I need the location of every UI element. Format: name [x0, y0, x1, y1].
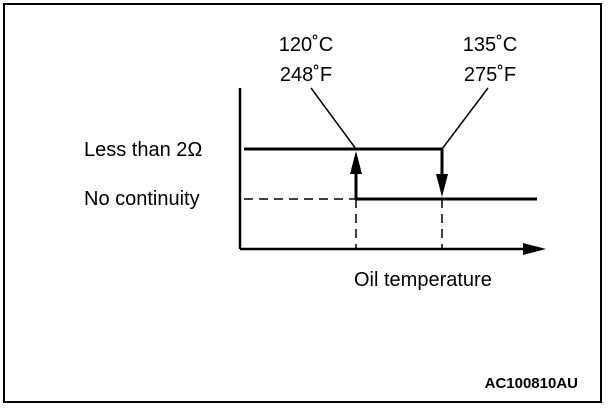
high-threshold-fahrenheit: 275˚F — [464, 64, 516, 86]
low-threshold-celsius: 120˚C — [279, 34, 333, 56]
upper-state-label: Less than 2Ω — [84, 139, 202, 161]
high-threshold-celsius: 135˚C — [463, 34, 517, 56]
low-threshold-leader-line — [310, 87, 357, 150]
lower-state-label: No continuity — [84, 188, 200, 210]
figure-code: AC100810AU — [485, 375, 578, 392]
switch-on-arrowhead — [350, 151, 362, 174]
x-axis-label: Oil temperature — [354, 269, 492, 291]
low-threshold-fahrenheit: 248˚F — [280, 64, 332, 86]
high-threshold-leader-line — [441, 87, 489, 150]
switch-off-arrowhead — [436, 174, 448, 197]
figure-frame — [3, 3, 602, 403]
x-axis-arrowhead — [523, 243, 546, 255]
